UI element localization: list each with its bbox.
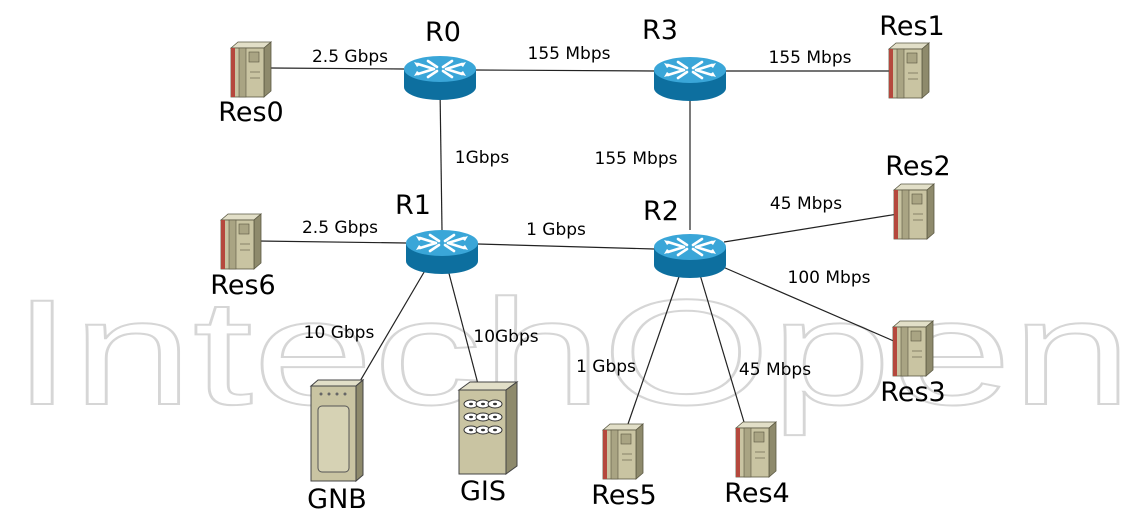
link-label-r3-r2: 155 Mbps	[595, 149, 678, 169]
link-label-res6-r1: 2.5 Gbps	[302, 218, 378, 238]
link-label-r2-res5: 1 Gbps	[576, 357, 636, 377]
router-icon	[404, 228, 480, 276]
link-r2-res3	[715, 263, 897, 343]
server-gnb: GNB	[307, 379, 367, 514]
node-label-res1: Res1	[879, 11, 944, 42]
server-icon	[892, 320, 934, 377]
link-r2-res2	[723, 213, 899, 243]
link-label-r0-r3: 155 Mbps	[528, 44, 611, 64]
server-icon	[230, 41, 272, 98]
server-icon	[602, 423, 644, 480]
server-icon	[220, 213, 262, 270]
router-icon	[652, 232, 728, 280]
node-label-res3: Res3	[880, 377, 945, 408]
node-label-r1: R1	[395, 190, 431, 221]
server-res0: Res0	[218, 41, 284, 128]
link-r0-r3	[473, 69, 655, 72]
watermark: IntechOpen	[12, 268, 1132, 436]
link-labels: 2.5 Gbps 155 Mbps 155 Mbps 1Gbps 155 Mbp…	[302, 44, 871, 380]
router-r3: R3	[642, 15, 728, 103]
link-label-r1-gis: 10Gbps	[473, 327, 538, 347]
links	[257, 67, 899, 425]
link-label-r0-r1: 1Gbps	[455, 148, 510, 168]
router-r0: R0	[402, 17, 478, 102]
link-label-r1-r2: 1 Gbps	[526, 220, 586, 240]
server-res6: Res6	[210, 213, 276, 301]
link-label-res0-r0: 2.5 Gbps	[312, 47, 388, 67]
server-res2: Res2	[885, 151, 951, 240]
node-label-gnb: GNB	[307, 484, 367, 514]
server-res4: Res4	[724, 421, 790, 509]
storage-server-icon	[310, 379, 364, 482]
link-r2-res4	[697, 267, 745, 423]
link-r1-r2	[477, 243, 655, 250]
node-label-res5: Res5	[591, 480, 656, 511]
link-label-r2-res2: 45 Mbps	[770, 194, 842, 214]
server-icon	[893, 183, 935, 240]
router-r2: R2	[643, 196, 728, 280]
server-icon	[735, 421, 777, 478]
server-res3: Res3	[880, 320, 946, 408]
node-label-res6: Res6	[210, 270, 275, 301]
node-label-gis: GIS	[460, 476, 506, 507]
server-icon	[888, 42, 930, 99]
node-label-r3: R3	[642, 15, 678, 46]
router-icon	[402, 54, 478, 102]
node-label-res2: Res2	[885, 151, 950, 182]
node-label-r2: R2	[643, 196, 679, 227]
node-label-r0: R0	[425, 17, 461, 48]
server-res1: Res1	[879, 11, 945, 99]
link-label-r3-res1: 155 Mbps	[769, 48, 852, 68]
link-res0-r0	[269, 67, 405, 70]
link-r0-r1	[439, 87, 443, 231]
link-r2-res5	[627, 267, 683, 425]
link-res6-r1	[257, 240, 407, 244]
node-label-res0: Res0	[218, 97, 283, 128]
server-gis: GIS	[458, 381, 518, 507]
link-label-r1-gnb: 10 Gbps	[304, 323, 375, 343]
router-r1: R1	[395, 190, 480, 276]
link-label-r2-res4: 45 Mbps	[739, 360, 811, 380]
link-r1-gis	[445, 261, 479, 385]
link-r1-gnb	[355, 261, 431, 389]
database-server-icon	[458, 381, 518, 475]
router-icon	[652, 55, 728, 103]
link-label-r2-res3: 100 Mbps	[788, 268, 871, 288]
server-res5: Res5	[591, 423, 657, 511]
node-label-res4: Res4	[724, 478, 789, 509]
